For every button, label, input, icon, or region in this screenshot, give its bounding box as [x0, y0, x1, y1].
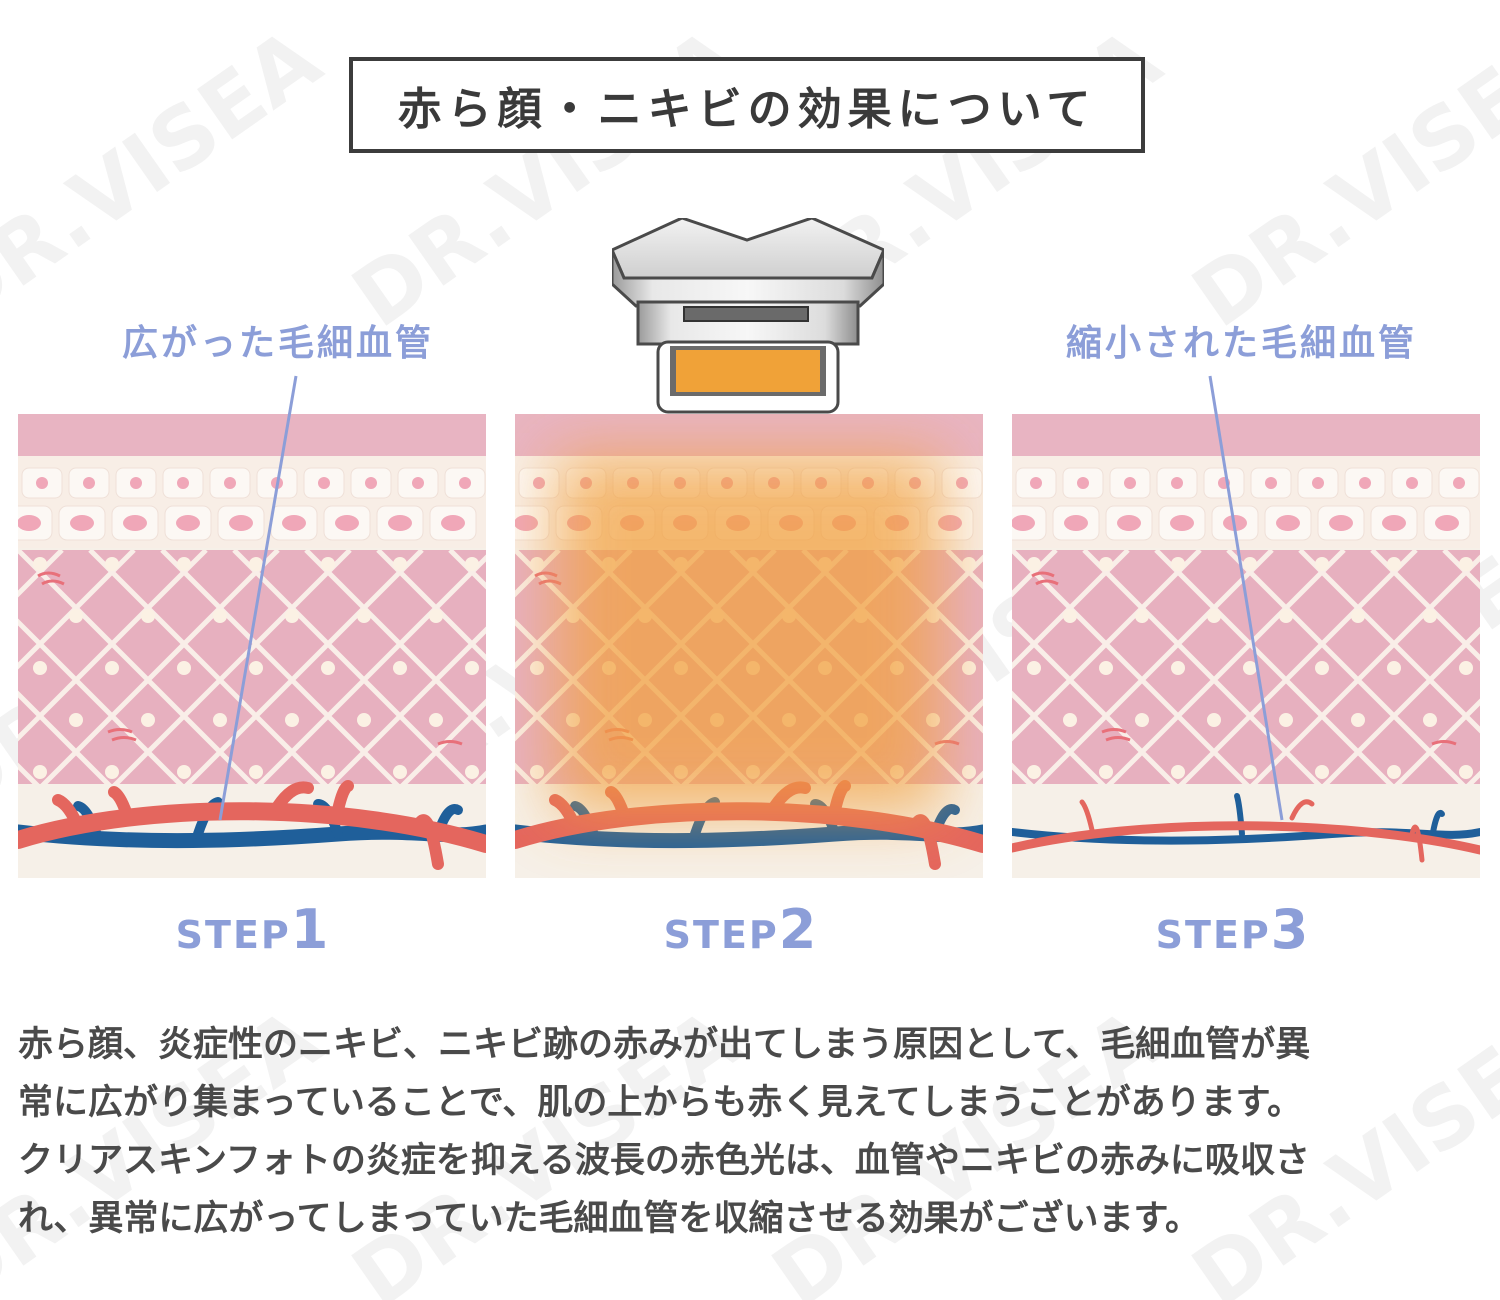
callout-dilated-capillaries: 広がった毛細血管	[122, 323, 435, 364]
vessels-constricted	[1012, 793, 1480, 863]
step-word: STEP	[175, 913, 291, 957]
led-device-icon	[612, 218, 884, 414]
page-title: 赤ら顔・ニキビの効果について	[349, 57, 1145, 153]
step-number: 1	[290, 898, 329, 961]
description-line: 赤ら顔、炎症性のニキビ、ニキビ跡の赤みが出てしまう原因として、毛細血管が異	[18, 1025, 1311, 1065]
description-line: れ、異常に広がってしまっていた毛細血管を収縮させる効果がございます。	[18, 1199, 1200, 1239]
step-word: STEP	[1155, 913, 1271, 957]
skin-panel-step1	[18, 414, 486, 878]
red-light-glow	[555, 454, 943, 814]
callout-constricted-capillaries: 縮小された毛細血管	[1066, 323, 1418, 364]
step-number: 2	[778, 898, 817, 961]
step-label-1: STEP1	[102, 898, 402, 961]
description-text: 赤ら顔、炎症性のニキビ、ニキビ跡の赤みが出てしまう原因として、毛細血管が異 常に…	[18, 1016, 1488, 1248]
svg-text:DR.VISEA: DR.VISEA	[0, 10, 338, 347]
step-word: STEP	[663, 913, 779, 957]
step-number: 3	[1270, 898, 1309, 961]
svg-text:DR.VISEA: DR.VISEA	[1175, 10, 1500, 347]
description-line: 常に広がり集まっていることで、肌の上からも赤く見えてしまうことがあります。	[18, 1083, 1303, 1123]
step-label-2: STEP2	[590, 898, 890, 961]
description-line: クリアスキンフォトの炎症を抑える波長の赤色光は、血管やニキビの赤みに吸収さ	[18, 1141, 1310, 1181]
skin-panel-step2	[515, 414, 983, 878]
step-label-3: STEP3	[1082, 898, 1382, 961]
skin-panel-step3	[1012, 414, 1480, 878]
